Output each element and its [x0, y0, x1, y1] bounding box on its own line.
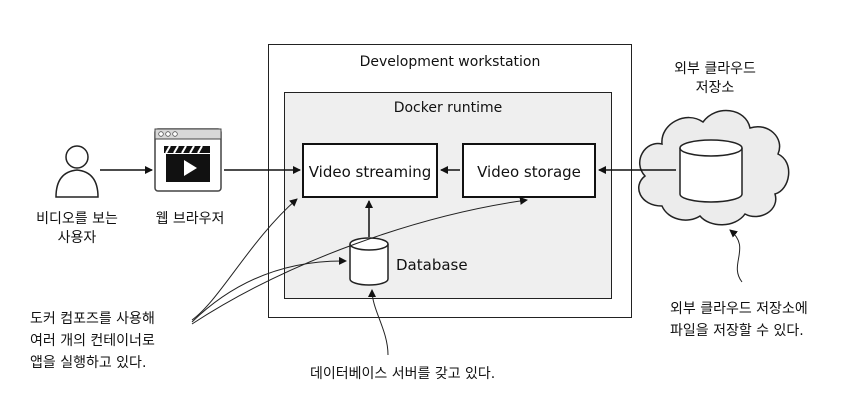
user-icon — [55, 145, 99, 198]
video-storage-box: Video storage — [462, 143, 596, 198]
docker-title: Docker runtime — [393, 100, 503, 116]
cloud-label-line1: 외부 클라우드 — [674, 61, 756, 77]
note-compose-line1: 도커 컴포즈를 사용해 — [30, 311, 155, 327]
note-cloud-line2: 파일을 저장할 수 있다. — [670, 323, 804, 339]
browser-icon — [154, 128, 222, 192]
user-label-line1: 비디오를 보는 — [36, 211, 118, 227]
user-label-line2: 사용자 — [57, 230, 97, 246]
note-database: 데이터베이스 서버를 갖고 있다. — [310, 366, 496, 382]
note-cloud-line1: 외부 클라우드 저장소에 — [670, 301, 808, 317]
outer-title: Development workstation — [359, 54, 541, 70]
cloud-label-line2: 저장소 — [695, 80, 735, 96]
database-icon — [349, 139, 743, 286]
browser-label: 웹 브라우저 — [155, 211, 225, 227]
database-label: Database — [396, 256, 468, 274]
annotation-curves — [191, 197, 743, 356]
note-compose-line3: 앱을 실행하고 있다. — [30, 355, 147, 371]
video-streaming-box: Video streaming — [302, 143, 438, 198]
video-streaming-label: Video streaming — [308, 163, 432, 181]
video-storage-label: Video storage — [477, 163, 581, 181]
note-compose-line2: 여러 개의 컨테이너로 — [30, 333, 155, 349]
